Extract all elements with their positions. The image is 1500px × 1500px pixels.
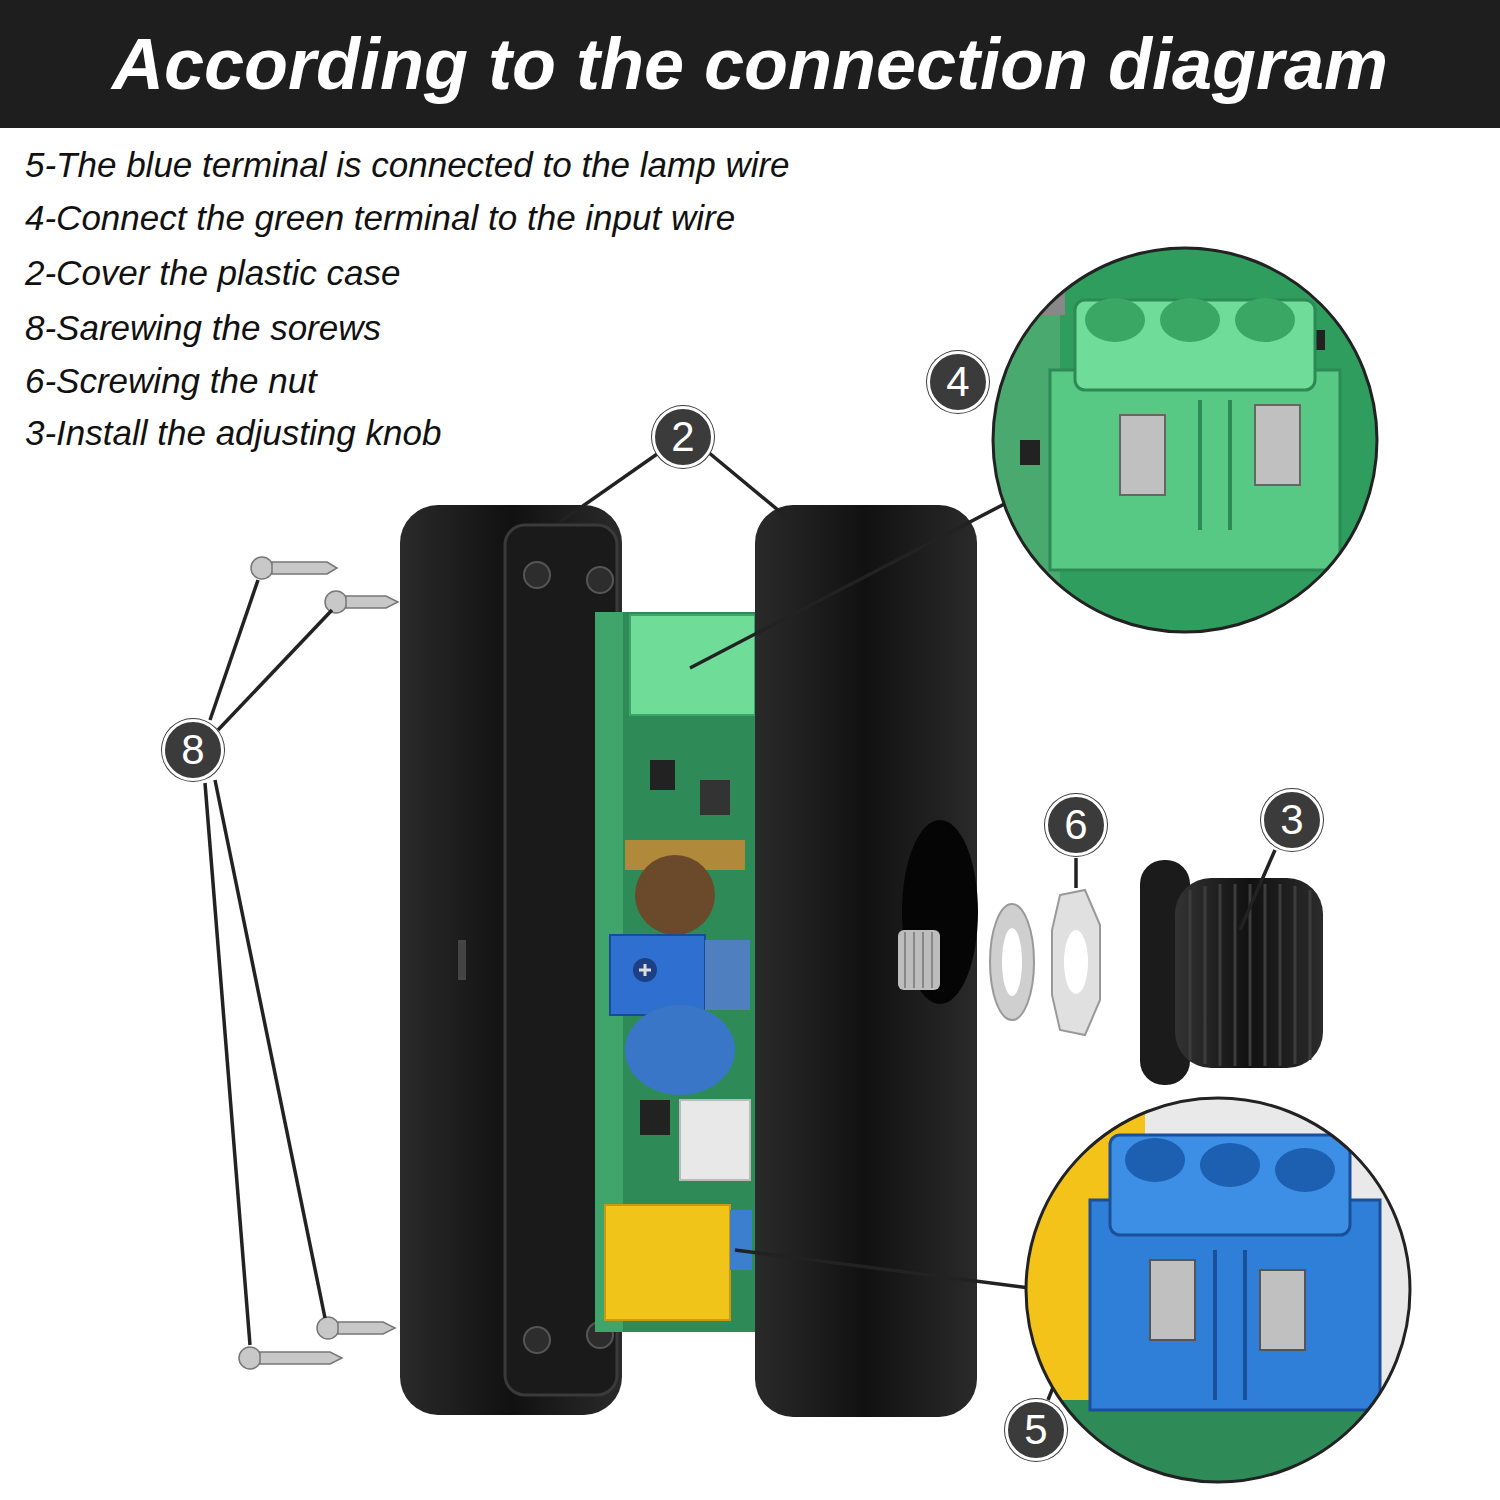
front-case xyxy=(755,505,978,1417)
instruction-step: 4-Connect the green terminal to the inpu… xyxy=(25,199,735,238)
callout-number: 5 xyxy=(1024,1409,1047,1451)
screws xyxy=(239,557,398,1369)
callout-number: 4 xyxy=(946,361,969,403)
circuit-board xyxy=(595,612,760,1332)
callout-circle: 8 xyxy=(162,719,224,781)
instruction-step: 5-The blue terminal is connected to the … xyxy=(25,146,790,185)
green-terminal-zoom xyxy=(990,245,1390,645)
title-text: According to the connection diagram xyxy=(112,28,1388,100)
instruction-step: 2-Cover the plastic case xyxy=(25,254,400,293)
instruction-step: 8-Sarewing the sorews xyxy=(25,309,381,348)
callout-circle: 4 xyxy=(927,351,989,413)
washer-nut-knob xyxy=(990,860,1323,1085)
callout-number: 6 xyxy=(1064,804,1087,846)
instruction-step: 6-Screwing the nut xyxy=(25,362,317,401)
callout-number: 2 xyxy=(671,416,694,458)
instruction-step: 3-Install the adjusting knob xyxy=(25,414,441,453)
callout-circle: 6 xyxy=(1045,794,1107,856)
callout-circle: 2 xyxy=(652,406,714,468)
callout-circle: 3 xyxy=(1261,789,1323,851)
back-case xyxy=(400,505,622,1415)
callout-number: 3 xyxy=(1280,799,1303,841)
callout-number: 8 xyxy=(181,729,204,771)
callout-circle: 5 xyxy=(1005,1399,1067,1461)
blue-terminal-zoom xyxy=(1025,1095,1425,1495)
